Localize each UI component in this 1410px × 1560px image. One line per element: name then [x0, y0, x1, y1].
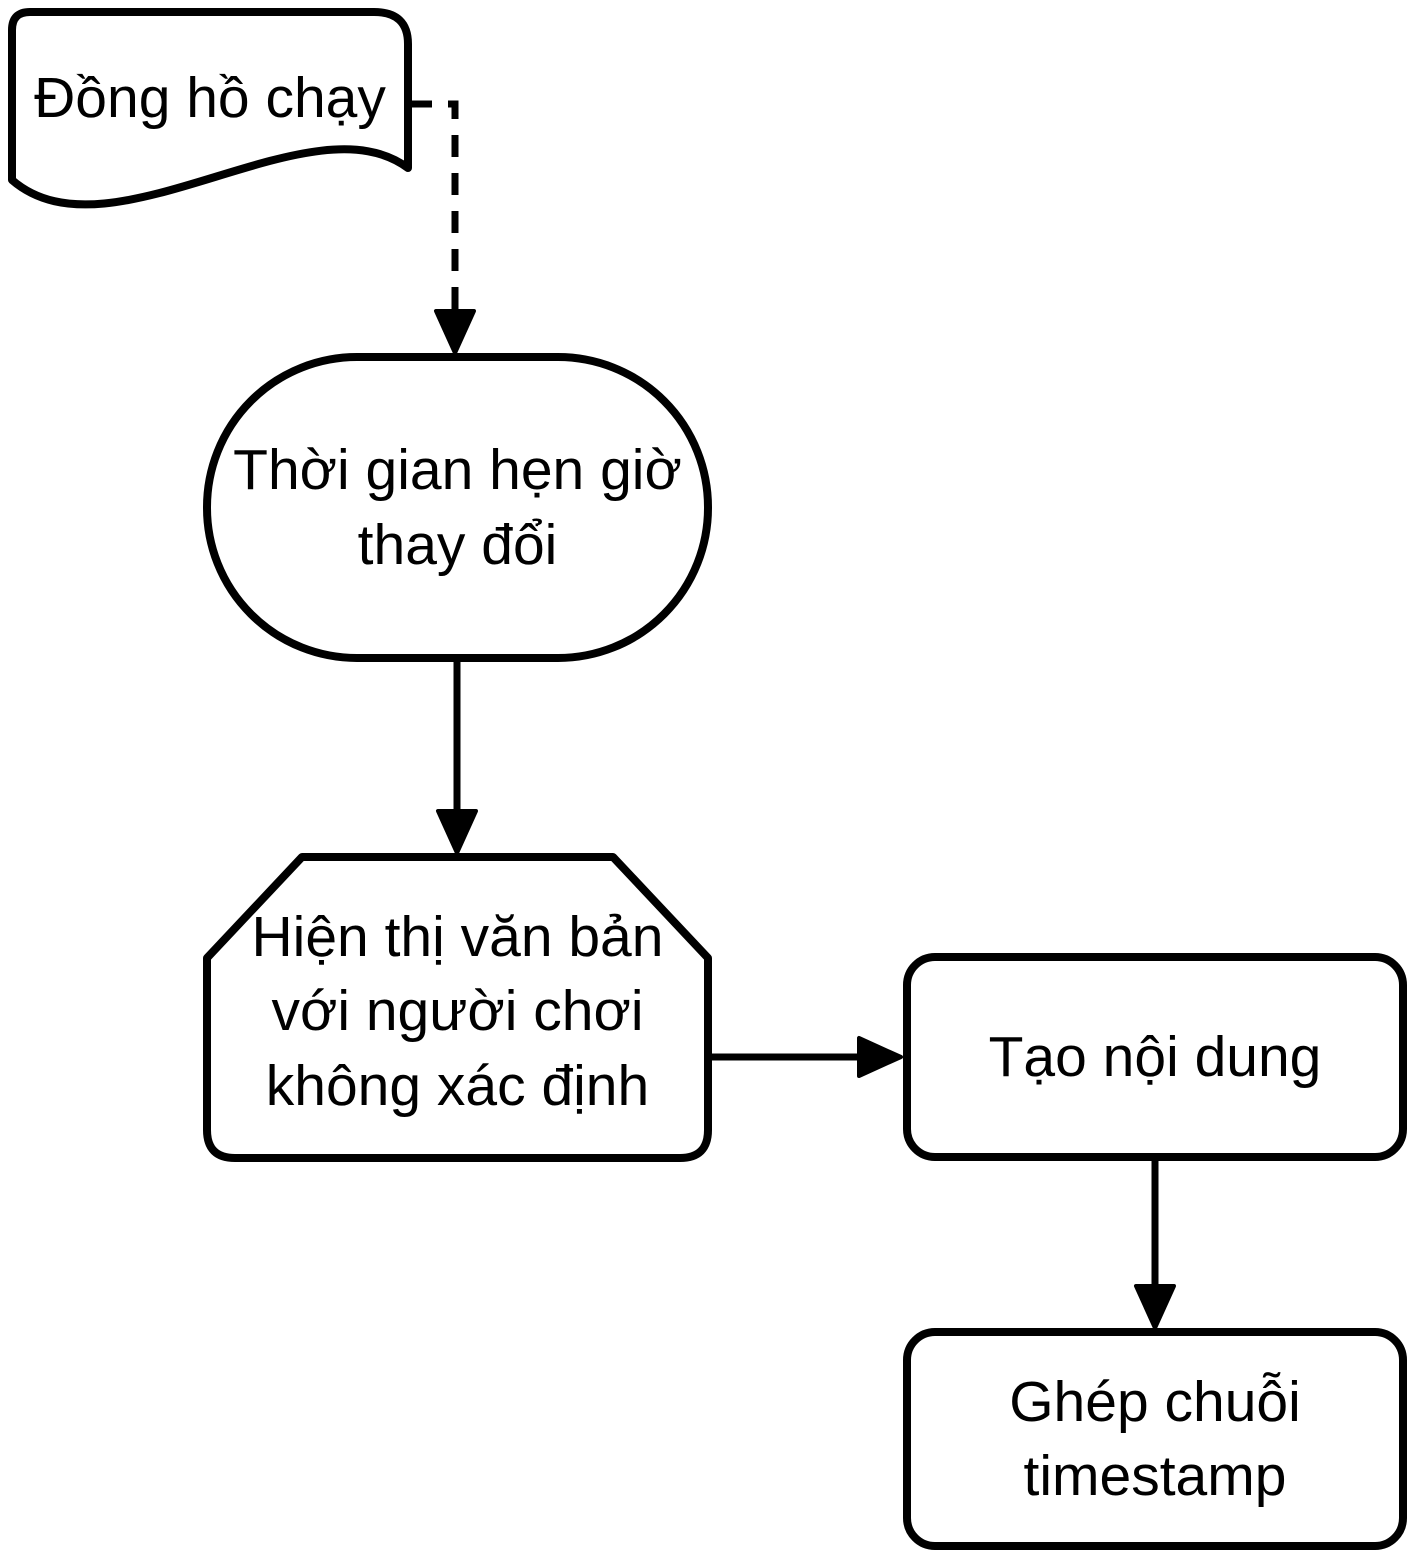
edge-display-to-create-arrowhead [857, 1036, 903, 1078]
edge-document-to-timer [410, 100, 459, 318]
edge-document-to-timer-arrowhead [434, 309, 476, 355]
create-content-node-shape [903, 953, 1407, 1161]
concat-timestamp-node-shape [903, 1328, 1407, 1550]
edge-create-to-concat-arrowhead [1134, 1284, 1176, 1330]
timer-node-shape [203, 353, 712, 662]
document-node-shape [8, 8, 412, 209]
display-node-shape [203, 853, 712, 1162]
edge-timer-to-display-arrowhead [436, 809, 478, 855]
